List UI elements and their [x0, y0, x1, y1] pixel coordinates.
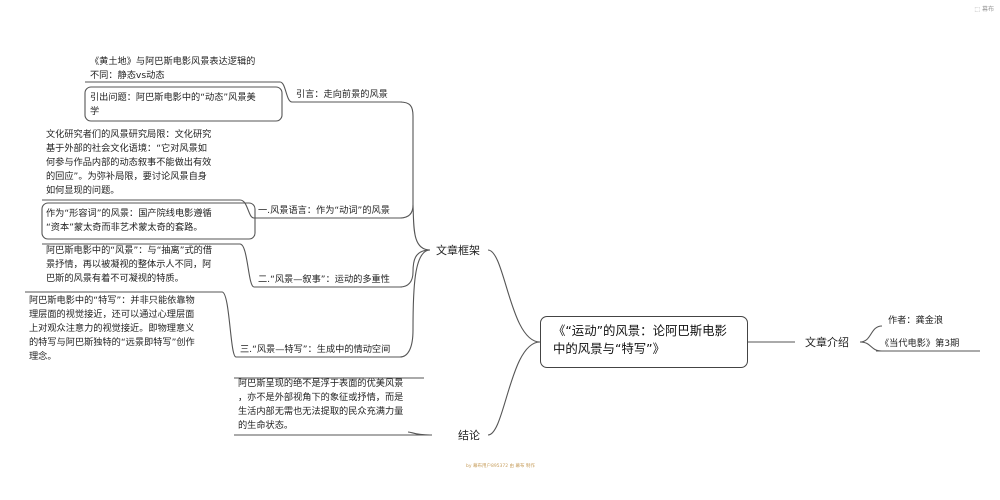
footer-credit: by 幕布用户895372 由 幕布 制作 — [466, 464, 535, 469]
section-1-note-1[interactable]: 文化研究者们的风景研究局限：文化研究 基于外部的社会文化语境：“它对风景如 何参… — [46, 129, 212, 196]
conclusion-note[interactable]: 阿巴斯呈现的绝不是浮于表面的优美风景 ，亦不是外部视角下的象征或抒情，而是 生活… — [238, 378, 404, 431]
branch-conclusion[interactable]: 结论 — [458, 429, 480, 442]
section-3-note-1[interactable]: 阿巴斯电影中的“特写”：并非只能依靠物 理层面的视觉接近，还可以通过心理层面 上… — [29, 295, 195, 362]
author-leaf[interactable]: 作者：龚金浪 — [888, 315, 944, 326]
section-1-note-2[interactable]: 作为“形容词”的风景：国产院线电影遵循 “资本”蒙太奇而非艺术蒙太奇的套路。 — [46, 208, 212, 233]
section-3-label[interactable]: 三.“风景—特写”：生成中的情动空间 — [240, 344, 391, 355]
intro-note-1[interactable]: 《黄土地》与阿巴斯电影风景表达逻辑的 不同：静态vs动态 — [90, 56, 256, 81]
intro-note-2[interactable]: 引出问题：阿巴斯电影中的“动态”风景美 学 — [90, 92, 256, 117]
section-1-label[interactable]: 一.风景语言：作为“动词”的风景 — [258, 205, 390, 216]
root-topic[interactable]: 《“运动”的风景：论阿巴斯电影中的风景与“特写”》 — [540, 316, 748, 368]
branch-framework[interactable]: 文章框架 — [436, 244, 480, 257]
branch-article-intro[interactable]: 文章介绍 — [805, 336, 849, 349]
section-intro-label[interactable]: 引言：走向前景的风景 — [296, 89, 388, 100]
corner-badge[interactable]: ⬚ 幕布 — [974, 6, 994, 13]
section-2-label[interactable]: 二.“风景—叙事”：运动的多重性 — [258, 274, 390, 285]
journal-leaf[interactable]: 《当代电影》第3期 — [880, 338, 960, 349]
section-2-note-1[interactable]: 阿巴斯电影中的“风景”：与“抽离”式的借 景抒情，再以被凝视的整体示人不同，阿 … — [46, 245, 213, 284]
